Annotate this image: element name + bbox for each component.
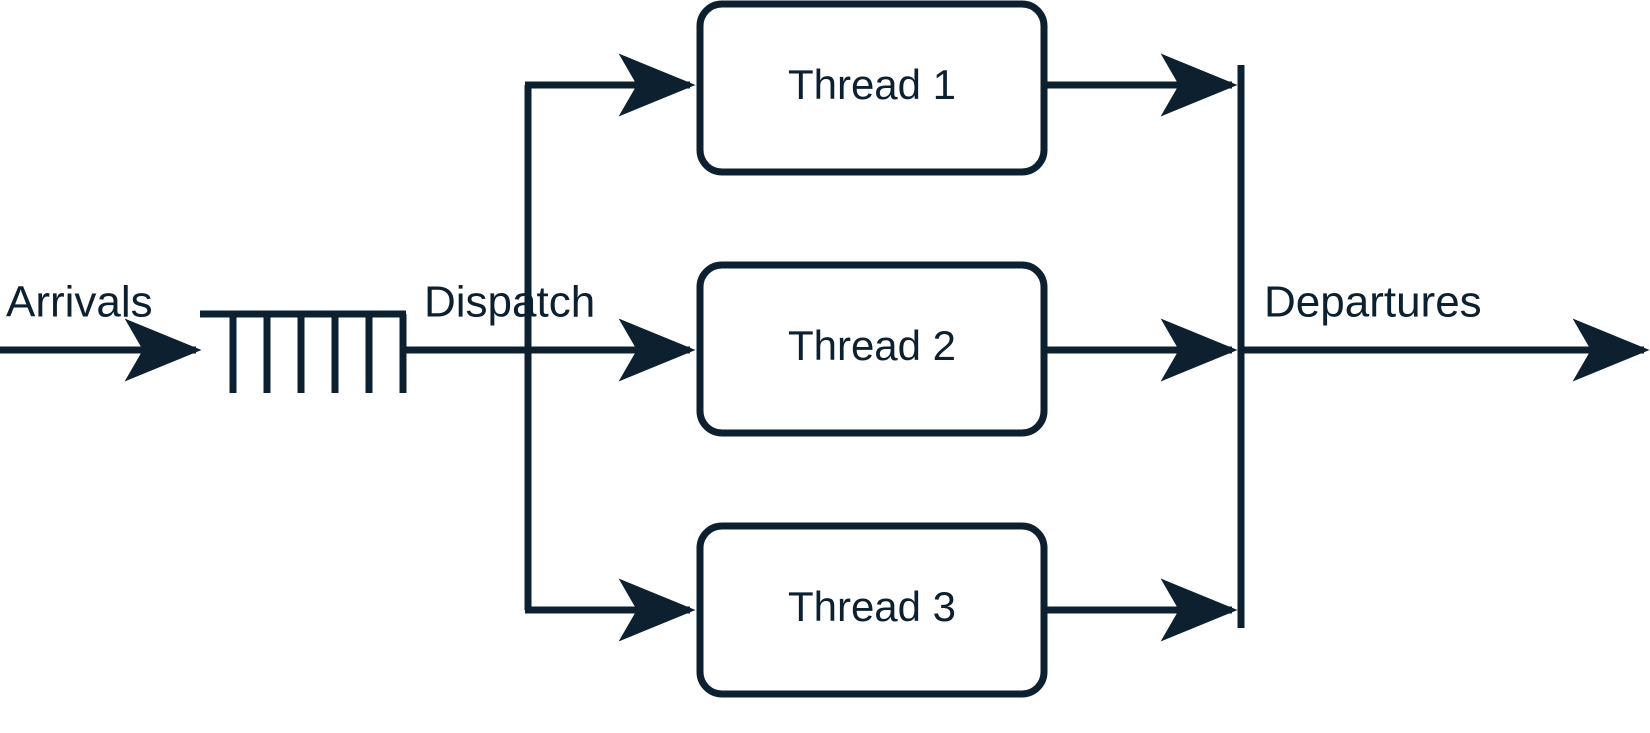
thread-2-node[interactable]: Thread 2	[696, 261, 1048, 437]
thread-1-label: Thread 1	[788, 61, 956, 108]
thread-1-node[interactable]: Thread 1	[696, 0, 1048, 176]
thread-3-label: Thread 3	[788, 583, 956, 630]
buffer-queue	[200, 310, 407, 393]
departures-label: Departures	[1264, 278, 1482, 327]
thread-2-label: Thread 2	[788, 322, 956, 369]
thread-3-node[interactable]: Thread 3	[696, 522, 1048, 698]
dispatch-flow	[403, 53, 696, 642]
arrivals-label: Arrivals	[6, 278, 153, 327]
dispatch-label: Dispatch	[424, 278, 595, 327]
join-flow	[1044, 53, 1245, 642]
